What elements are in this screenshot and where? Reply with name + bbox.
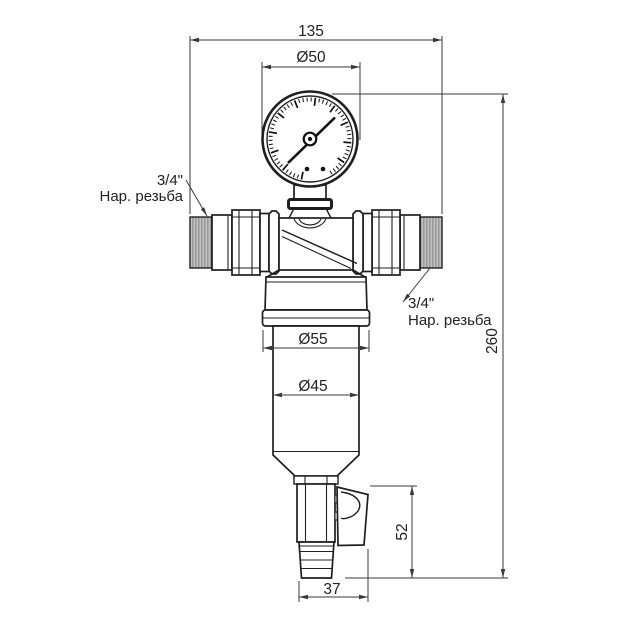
outlet-thread-right <box>419 216 443 269</box>
label-thread-size-left: 3/4" <box>157 172 183 189</box>
drain-hex-ring <box>293 475 339 485</box>
dim-gauge-diameter: Ø50 <box>296 49 326 66</box>
body-nut-right <box>352 210 364 275</box>
dimension-texts: 135 Ø50 Ø55 Ø45 260 52 37 3/4" Нар. резь… <box>100 23 502 598</box>
part-details <box>227 210 405 570</box>
dim-total-width: 135 <box>298 23 324 40</box>
dim-drain-width: 37 <box>323 581 340 598</box>
drain-cylinder <box>296 483 336 543</box>
stem-flare-right <box>325 208 332 219</box>
gauge-screw-dot-right <box>320 166 326 172</box>
body-shoulder-left <box>266 269 280 278</box>
label-thread-size-right: 3/4" <box>408 295 434 312</box>
gauge-screw-dot-left <box>304 166 310 172</box>
dim-drain-height: 52 <box>394 523 411 540</box>
dim-total-height: 260 <box>484 328 501 354</box>
union-ring-right <box>362 212 373 273</box>
union-nut-left <box>231 209 261 276</box>
pipe-collar-left <box>211 214 233 271</box>
dimension-arrowheads <box>190 37 506 600</box>
union-ring-left <box>259 212 270 273</box>
dimension-lines <box>185 36 508 602</box>
stem-flare-left <box>288 208 295 219</box>
gauge-stem <box>287 184 333 219</box>
handle-inner-curve <box>340 491 361 520</box>
pipe-collar-right <box>399 214 421 271</box>
gauge-hub-pin <box>307 136 313 142</box>
inlet-thread-left <box>189 216 213 269</box>
dim-gauge-diameter-extensions <box>261 62 361 140</box>
dim-bowl-diameter: Ø45 <box>298 378 327 395</box>
pressure-gauge <box>261 90 359 188</box>
body-shoulder-right <box>352 269 366 278</box>
body-nut-left <box>268 210 280 275</box>
label-thread-note-right: Нар. резьба <box>408 312 492 329</box>
gauge-dial-ticks <box>268 97 352 180</box>
gauge-stem-collar <box>287 198 333 210</box>
label-thread-note-left: Нар. резьба <box>100 188 184 205</box>
valve-body <box>278 217 354 271</box>
dim-head-diameter: Ø55 <box>298 331 327 348</box>
union-nut-right <box>371 209 401 276</box>
